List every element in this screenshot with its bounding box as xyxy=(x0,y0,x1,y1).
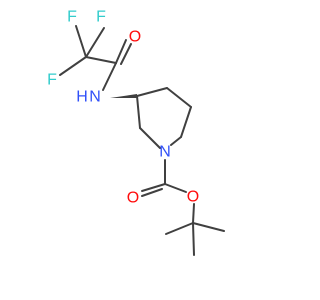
stereo-wedge-bond xyxy=(110,94,137,98)
amide-h-label: H xyxy=(76,89,88,106)
amide-n-label: N xyxy=(89,89,101,106)
fluorine-atom-label: F xyxy=(96,9,106,26)
fluorine-atom-label: F xyxy=(47,72,57,89)
bond-carbamate-c-o-ester xyxy=(164,183,187,193)
bond-ring-n-c2 xyxy=(139,127,161,149)
bond-ring-c2-c3 xyxy=(136,95,141,129)
bond-amide-c-o-2 xyxy=(120,43,132,65)
carbamate-carbonyl-oxygen-label: O xyxy=(127,190,139,207)
bond-cf3-c-f-right xyxy=(85,27,105,58)
bond-cf3-c-f-left xyxy=(59,56,87,76)
bond-ring-c5-c6 xyxy=(180,106,192,138)
structure-canvas: F F F O H N N O O xyxy=(47,9,225,256)
bond-tbu-methyl-left xyxy=(165,222,194,235)
bond-ring-c6-n xyxy=(170,136,182,146)
bond-amide-c-n xyxy=(102,62,117,91)
ester-oxygen-label: O xyxy=(187,189,199,206)
bond-tbu-methyl-right xyxy=(192,222,225,232)
bond-cf3-c-f-top-left xyxy=(75,25,87,58)
bond-carbamate-c-o-2 xyxy=(141,188,163,197)
bond-ring-c3-c4 xyxy=(136,87,168,97)
bond-amide-c-o-1 xyxy=(115,39,127,64)
bond-cf3-c-carbonyl xyxy=(85,56,117,64)
ring-nitrogen-label: N xyxy=(159,144,171,161)
bond-ring-c4-c5 xyxy=(166,87,192,108)
bond-carbamate-c-o-1 xyxy=(141,183,166,192)
bond-o-tbu-c xyxy=(192,203,195,224)
fluorine-atom-label: F xyxy=(67,9,77,26)
amide-oxygen-label: O xyxy=(129,29,141,46)
molecule-diagram: F F F O H N N O O xyxy=(47,9,225,256)
bond-tbu-methyl-down xyxy=(192,222,195,256)
